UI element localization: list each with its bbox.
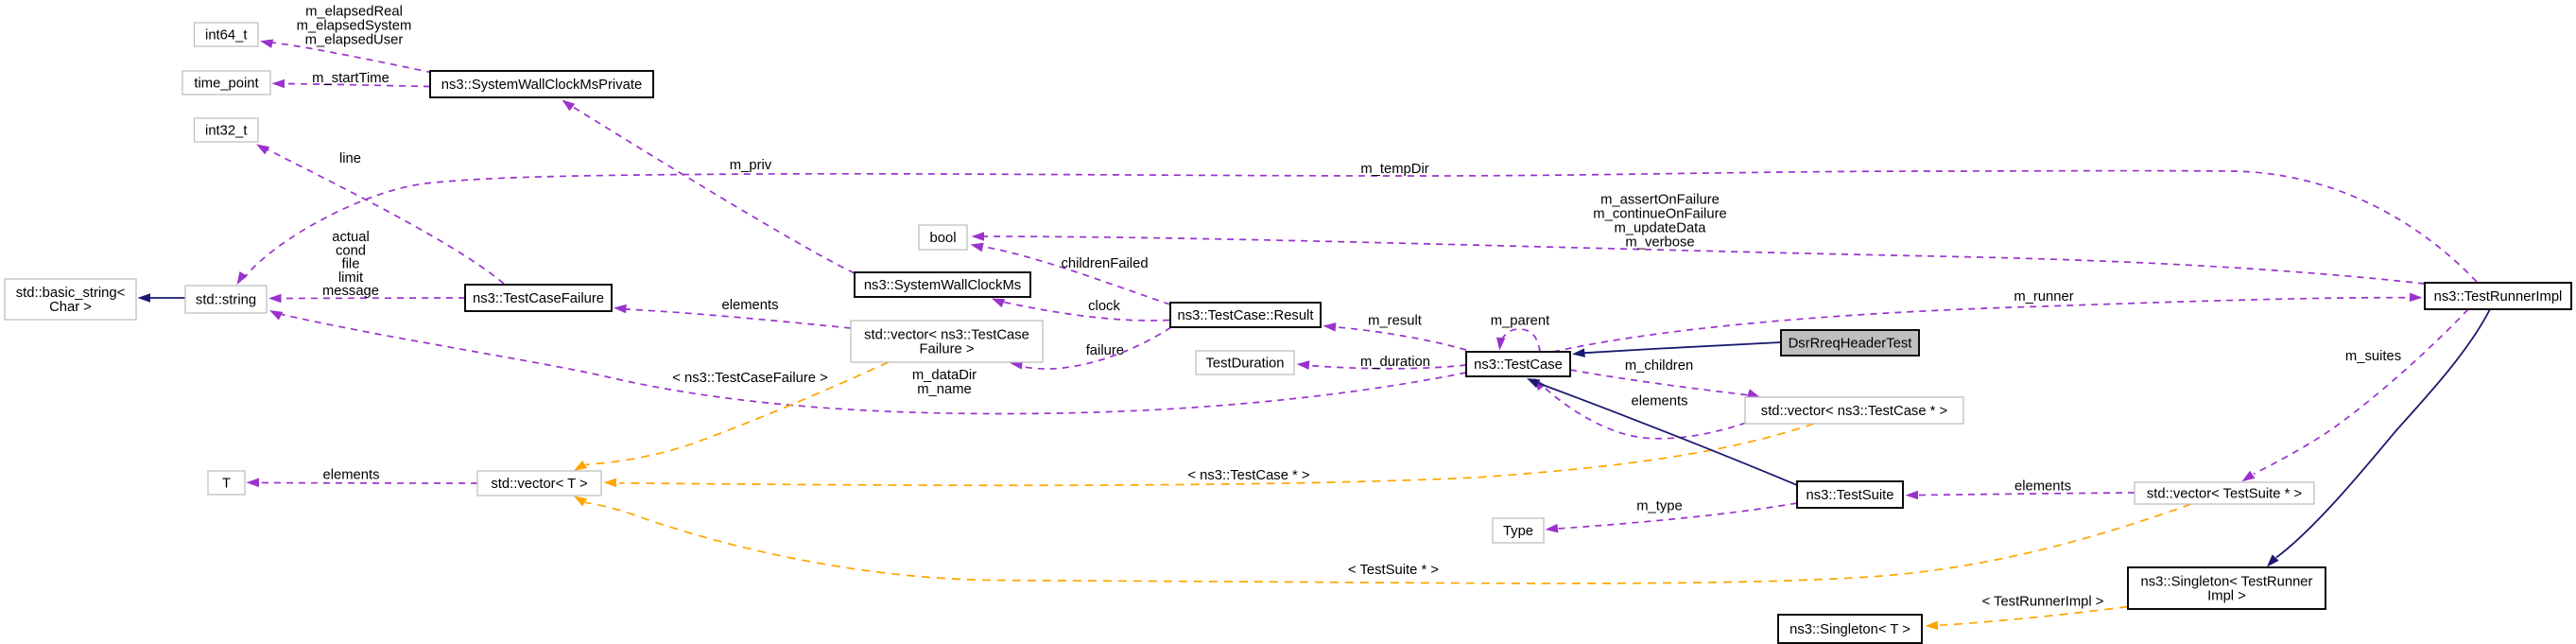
svg-text:ns3::TestCase: ns3::TestCase [1474, 357, 1563, 373]
svg-text:m_type: m_type [1636, 499, 1683, 514]
svg-text:std::vector< ns3::TestCase * >: std::vector< ns3::TestCase * > [1761, 404, 1947, 419]
svg-text:ns3::TestCaseFailure: ns3::TestCaseFailure [473, 291, 604, 306]
svg-text:m_duration: m_duration [1360, 355, 1430, 370]
svg-text:m_tempDir: m_tempDir [1360, 162, 1428, 177]
svg-text:Impl >: Impl > [2207, 589, 2246, 604]
svg-text:m_name: m_name [917, 382, 972, 397]
svg-text:int32_t: int32_t [205, 124, 247, 139]
svg-text:m_parent: m_parent [1491, 314, 1550, 329]
svg-text:time_point: time_point [194, 77, 258, 92]
svg-text:std::vector< ns3::TestCase: std::vector< ns3::TestCase [864, 327, 1029, 342]
svg-text:std::string: std::string [196, 293, 256, 308]
svg-text:ns3::SystemWallClockMs: ns3::SystemWallClockMs [864, 278, 1021, 293]
svg-text:Failure >: Failure > [920, 342, 975, 357]
svg-text:elements: elements [1631, 394, 1687, 409]
svg-text:int64_t: int64_t [205, 28, 247, 44]
svg-text:Char >: Char > [49, 300, 92, 315]
svg-text:cond: cond [336, 243, 366, 258]
svg-text:m_startTime: m_startTime [312, 71, 389, 86]
svg-text:ns3::TestSuite: ns3::TestSuite [1807, 488, 1894, 503]
svg-text:limit: limit [338, 270, 363, 286]
svg-text:TestDuration: TestDuration [1205, 357, 1284, 372]
svg-text:< TestRunnerImpl >: < TestRunnerImpl > [1982, 595, 2104, 610]
svg-text:m_updateData: m_updateData [1614, 221, 1706, 236]
svg-text:line: line [339, 151, 361, 166]
svg-text:m_verbose: m_verbose [1625, 235, 1694, 251]
svg-text:ns3::SystemWallClockMsPrivate: ns3::SystemWallClockMsPrivate [441, 78, 642, 93]
svg-text:bool: bool [930, 231, 957, 246]
svg-text:m_elapsedUser: m_elapsedUser [305, 33, 404, 48]
svg-text:m_priv: m_priv [730, 158, 772, 173]
svg-text:T: T [222, 477, 231, 492]
svg-text:< ns3::TestCase * >: < ns3::TestCase * > [1187, 468, 1309, 483]
svg-text:m_dataDir: m_dataDir [912, 368, 977, 383]
svg-text:m_elapsedSystem: m_elapsedSystem [297, 19, 412, 34]
svg-text:actual: actual [332, 230, 370, 245]
svg-text:m_continueOnFailure: m_continueOnFailure [1593, 207, 1726, 222]
svg-text:m_suites: m_suites [2345, 349, 2401, 364]
svg-text:m_runner: m_runner [2014, 289, 2073, 305]
svg-text:m_elapsedReal: m_elapsedReal [305, 5, 403, 20]
svg-text:Type: Type [1503, 524, 1533, 539]
svg-text:ns3::Singleton< TestRunner: ns3::Singleton< TestRunner [2141, 574, 2313, 589]
svg-text:m_assertOnFailure: m_assertOnFailure [1600, 193, 1720, 208]
svg-text:m_result: m_result [1368, 314, 1422, 329]
svg-text:message: message [322, 284, 379, 299]
svg-text:failure: failure [1086, 343, 1124, 358]
svg-text:childrenFailed: childrenFailed [1061, 256, 1148, 271]
svg-text:elements: elements [2014, 479, 2071, 495]
svg-text:std::vector< T >: std::vector< T > [491, 477, 587, 492]
svg-text:ns3::TestCase::Result: ns3::TestCase::Result [1178, 308, 1314, 323]
svg-text:ns3::TestRunnerImpl: ns3::TestRunnerImpl [2434, 289, 2563, 305]
svg-text:std::vector< TestSuite * >: std::vector< TestSuite * > [2147, 487, 2302, 502]
svg-text:m_children: m_children [1625, 358, 1693, 374]
svg-text:clock: clock [1088, 299, 1120, 314]
svg-text:std::basic_string<: std::basic_string< [16, 286, 126, 301]
svg-text:elements: elements [322, 468, 379, 483]
svg-text:< TestSuite * >: < TestSuite * > [1348, 563, 1439, 578]
svg-text:elements: elements [721, 298, 778, 313]
svg-text:ns3::Singleton< T >: ns3::Singleton< T > [1789, 622, 1910, 637]
svg-text:file: file [342, 257, 360, 272]
svg-text:DsrRreqHeaderTest: DsrRreqHeaderTest [1789, 337, 1912, 352]
svg-text:< ns3::TestCaseFailure >: < ns3::TestCaseFailure > [672, 371, 828, 386]
